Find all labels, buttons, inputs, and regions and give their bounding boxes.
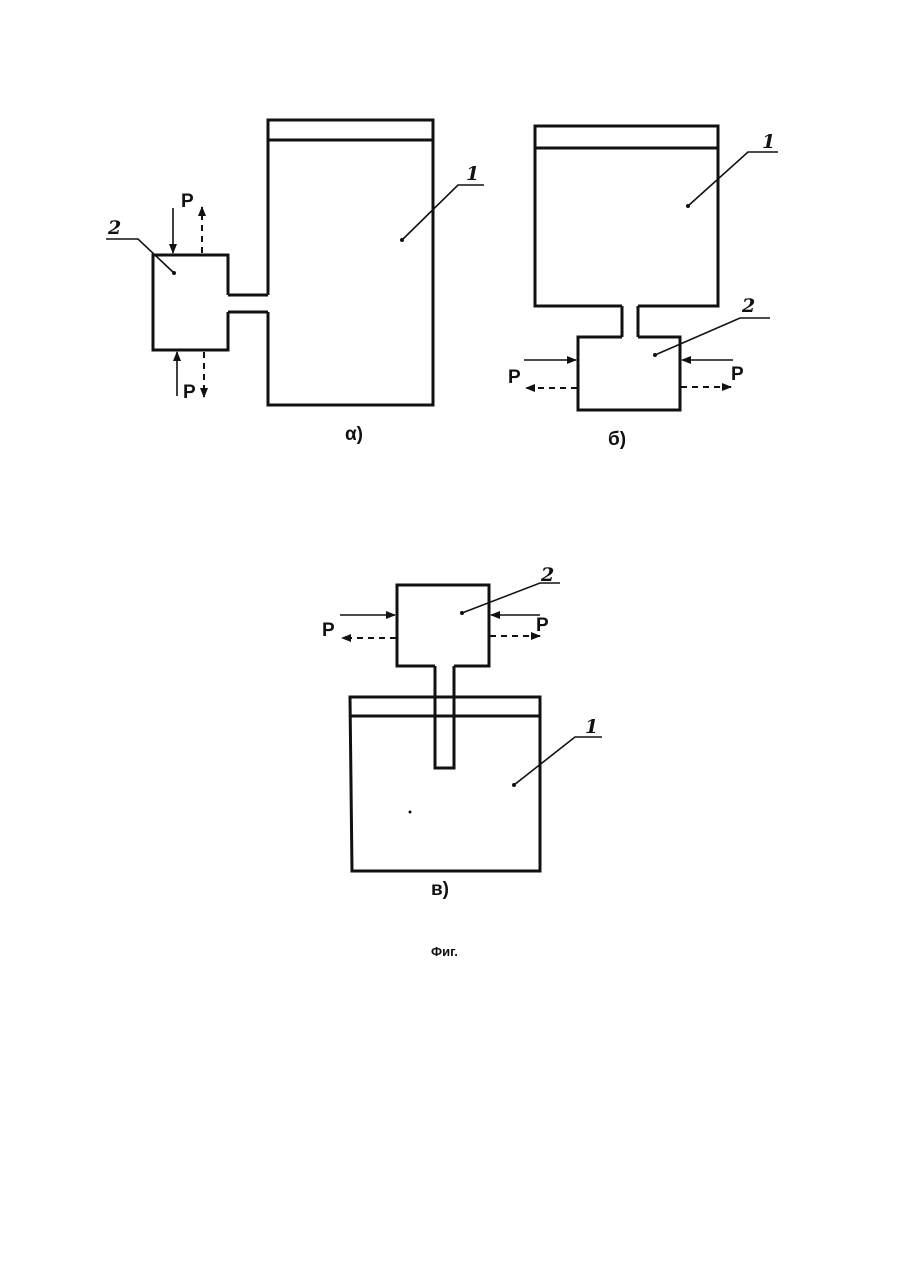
force-label-left-c: P bbox=[322, 620, 335, 641]
leader-1-b bbox=[688, 152, 778, 206]
panel-caption-c: в) bbox=[431, 879, 449, 900]
vessel-1-c bbox=[350, 697, 540, 871]
vessel-label-c: 1 bbox=[585, 716, 598, 738]
panel-a: P P 2 1 α) bbox=[106, 120, 484, 445]
vessel-label-b: 1 bbox=[762, 131, 775, 153]
chamber-label-b: 2 bbox=[741, 295, 755, 317]
vessel-1-a bbox=[268, 120, 433, 405]
channel-a bbox=[228, 295, 268, 312]
chamber-2-b bbox=[578, 337, 680, 410]
force-label-left-b: P bbox=[508, 367, 521, 388]
panel-caption-b: б) bbox=[608, 429, 626, 450]
panel-b: P P 1 2 б) bbox=[508, 126, 778, 450]
leader-1-c bbox=[514, 737, 602, 785]
force-label-top-a: P bbox=[181, 191, 194, 212]
panel-caption-a: α) bbox=[345, 424, 363, 445]
chamber-2-a bbox=[153, 255, 228, 350]
chamber-label-c: 2 bbox=[540, 564, 554, 586]
force-label-right-c: P bbox=[536, 615, 549, 636]
chamber-2-c bbox=[397, 585, 489, 666]
vessel-label-a: 1 bbox=[466, 163, 479, 185]
leader-2-c bbox=[462, 583, 560, 613]
figure-caption: Фиг. bbox=[431, 944, 458, 959]
chamber-label-a: 2 bbox=[107, 217, 121, 239]
panel-c: P P 2 1 в) bbox=[322, 564, 602, 900]
force-label-bottom-a: P bbox=[183, 382, 196, 403]
channel-b bbox=[622, 306, 638, 337]
leader-1-a bbox=[402, 185, 484, 240]
vessel-1-b bbox=[535, 126, 718, 306]
force-label-right-b: P bbox=[731, 364, 744, 385]
